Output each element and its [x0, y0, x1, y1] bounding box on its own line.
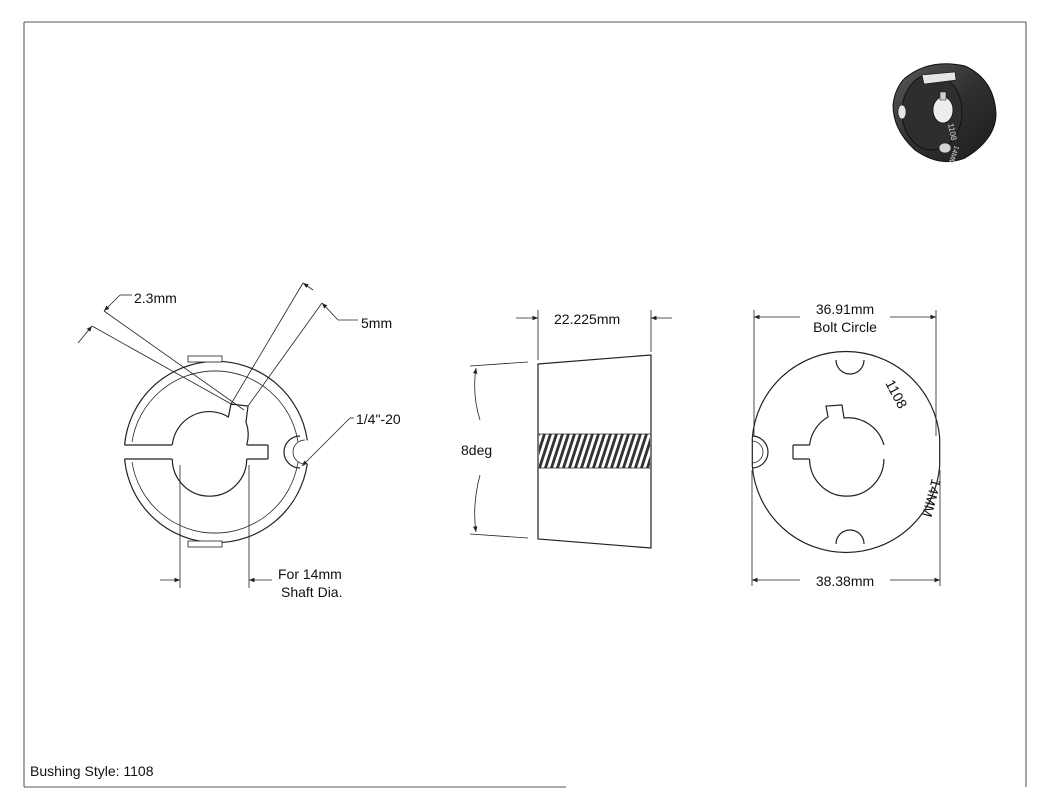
dim-bore: For 14mm Shaft Dia.	[160, 465, 342, 600]
key-depth-label: 5mm	[361, 315, 392, 331]
dim-bolt-circle: 36.91mm Bolt Circle	[753, 301, 937, 436]
back-face-marking-bore: 14MM	[919, 477, 945, 519]
iso-view: 1108 14MM	[892, 63, 997, 165]
back-bore	[792, 404, 885, 497]
iso-marking-size: 1108	[946, 123, 958, 142]
bushing-style-text: Bushing Style: 1108	[30, 763, 154, 779]
thread-label: 1/4"-20	[356, 411, 401, 427]
dim-length: 22.225mm	[516, 310, 672, 360]
dim-thread: 1/4"-20	[301, 411, 401, 467]
dim-diameter: 38.38mm	[751, 470, 941, 589]
bolt-circle-line1: 36.91mm	[816, 301, 874, 317]
front-outer-circle	[124, 355, 308, 548]
dim-key-width: 2.3mm	[77, 290, 245, 411]
side-thread	[539, 434, 650, 468]
sheet-border	[23, 21, 1027, 788]
bolt-circle-line2: Bolt Circle	[813, 319, 877, 335]
back-outer-circle	[751, 350, 941, 554]
key-width-label: 2.3mm	[134, 290, 177, 306]
side-view: 22.225mm 8deg	[461, 310, 672, 549]
iso-bore	[932, 96, 954, 124]
front-thread-hole	[283, 435, 306, 469]
diameter-label: 38.38mm	[816, 573, 874, 589]
dim-key-depth: 5mm	[230, 282, 392, 407]
length-label: 22.225mm	[554, 311, 620, 327]
dim-taper: 8deg	[461, 361, 529, 539]
back-face-marking-size: 1108	[882, 377, 910, 411]
back-view: 1108 14MM 36.91mm Bolt Circle 38.38mm	[751, 301, 945, 589]
bore-label-line1: For 14mm	[278, 566, 342, 582]
taper-label: 8deg	[461, 442, 492, 458]
front-bore	[171, 403, 269, 497]
bore-label-line2: Shaft Dia.	[281, 584, 342, 600]
front-view: 2.3mm 5mm 1/4"-20 For 14mm Shaft Dia.	[77, 282, 401, 600]
